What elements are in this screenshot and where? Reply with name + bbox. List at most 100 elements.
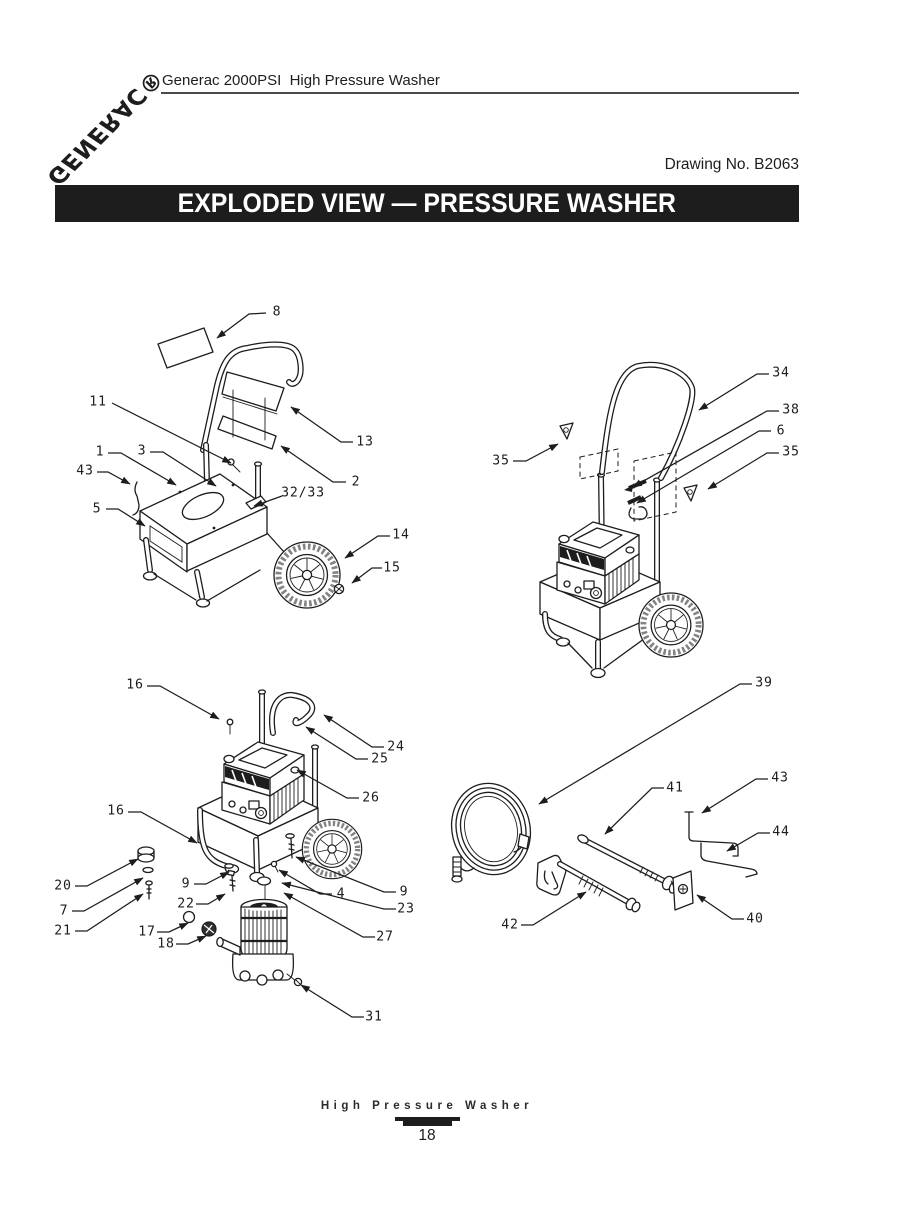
callout-31-leader (300, 984, 364, 1018)
callout-25: 25 (305, 726, 388, 767)
callout-39-label: 39 (755, 676, 772, 691)
figure-engine-pump (137, 689, 362, 987)
callout-3-label: 3 (138, 444, 147, 459)
callout-15-leader (351, 567, 382, 584)
callout-11: 11 (89, 395, 232, 464)
callout-14-label: 14 (392, 528, 409, 543)
callout-25-label: 25 (371, 752, 388, 767)
callout-43b-leader (701, 778, 768, 814)
callout-5-label: 5 (93, 502, 102, 517)
callout-38-label: 38 (782, 403, 799, 418)
callout-16b-label: 16 (107, 804, 124, 819)
callout-42: 42 (501, 891, 587, 933)
callout-5-leader (106, 508, 146, 527)
callout-1-label: 1 (96, 445, 105, 460)
callout-43b-label: 43 (771, 771, 788, 786)
callout-3233: 32/33 (253, 486, 325, 507)
callout-35r-leader (707, 452, 779, 490)
callout-9b: 9 (295, 856, 409, 900)
callout-4-leader (278, 869, 332, 895)
callout-16a-leader (147, 685, 220, 720)
callout-42-leader (521, 891, 587, 926)
callout-2-leader (280, 445, 346, 483)
callout-43a-label: 43 (76, 464, 93, 479)
callout-22: 22 (177, 893, 226, 912)
callout-35l-label: 35 (492, 454, 509, 469)
footer-label: High Pressure Washer (320, 1100, 534, 1112)
callout-44: 44 (726, 825, 789, 852)
callout-24-leader (323, 714, 384, 748)
callout-39: 39 (538, 676, 772, 805)
callout-16b-leader (128, 811, 198, 844)
callout-6-leader (636, 430, 771, 504)
callout-6-label: 6 (777, 424, 786, 439)
callout-3233-leader (253, 495, 283, 507)
callout-13-leader (290, 406, 353, 443)
callout-7-leader (72, 877, 144, 912)
figure-handle-engine (539, 361, 703, 679)
callout-26-label: 26 (362, 791, 379, 806)
callout-3233-label: 32/33 (281, 486, 325, 501)
callout-2-label: 2 (352, 475, 361, 490)
callout-5: 5 (93, 502, 146, 527)
callout-14: 14 (344, 528, 409, 559)
callout-35r-label: 35 (782, 445, 799, 460)
callout-3: 3 (138, 444, 217, 487)
callout-43a: 43 (76, 464, 131, 485)
callout-18: 18 (157, 935, 207, 952)
callout-26-leader (296, 769, 359, 799)
callout-21-label: 21 (54, 924, 71, 939)
callout-8: 8 (216, 305, 282, 339)
callout-20: 20 (54, 858, 139, 894)
callout-9b-leader (295, 856, 396, 893)
callout-17-leader (157, 922, 189, 933)
callout-9a: 9 (182, 871, 230, 892)
footer-rule-wide (395, 1117, 460, 1121)
callout-22-label: 22 (177, 897, 194, 912)
callout-16b: 16 (107, 804, 198, 844)
callout-43b: 43 (701, 771, 788, 814)
callout-15: 15 (351, 561, 400, 584)
callout-34-label: 34 (772, 366, 789, 381)
callout-44-label: 44 (772, 825, 789, 840)
callout-1-leader (108, 452, 177, 486)
section-banner: EXPLODED VIEW — PRESSURE WASHER (55, 185, 799, 222)
callout-25-leader (305, 726, 368, 760)
callout-31-label: 31 (365, 1010, 382, 1025)
callout-38-leader (632, 410, 779, 488)
callout-17: 17 (138, 922, 189, 940)
callout-11-label: 11 (89, 395, 106, 410)
callout-26: 26 (296, 769, 379, 806)
callout-24-label: 24 (387, 740, 404, 755)
callout-39-leader (538, 683, 752, 805)
callout-21-leader (75, 893, 144, 932)
callout-34-leader (698, 373, 769, 411)
callout-4: 4 (278, 869, 346, 902)
callout-7: 7 (60, 877, 144, 919)
callout-40-label: 40 (746, 912, 763, 927)
callout-42-label: 42 (501, 918, 518, 933)
footer-rule-thick (403, 1120, 452, 1126)
callout-3-leader (150, 451, 217, 487)
callout-35l-leader (513, 443, 559, 462)
header-title: Generac 2000PSI High Pressure Washer (162, 72, 440, 89)
callout-40-leader (696, 894, 744, 920)
callout-38: 38 (632, 403, 799, 488)
callout-43a-leader (97, 471, 131, 485)
callout-22-leader (196, 893, 226, 905)
callout-24: 24 (323, 714, 404, 755)
callout-18-leader (176, 935, 207, 945)
callout-13: 13 (290, 406, 373, 450)
callout-8-label: 8 (273, 305, 282, 320)
figure-hose-gun (450, 782, 758, 913)
callout-13-label: 13 (356, 435, 373, 450)
section-banner-title: EXPLODED VIEW — PRESSURE WASHER (177, 188, 677, 218)
callout-9b-label: 9 (400, 885, 409, 900)
callout-7-label: 7 (60, 904, 69, 919)
callout-2: 2 (280, 445, 361, 490)
callout-4-label: 4 (337, 887, 346, 902)
callout-41-leader (604, 787, 664, 835)
callout-40: 40 (696, 894, 763, 927)
